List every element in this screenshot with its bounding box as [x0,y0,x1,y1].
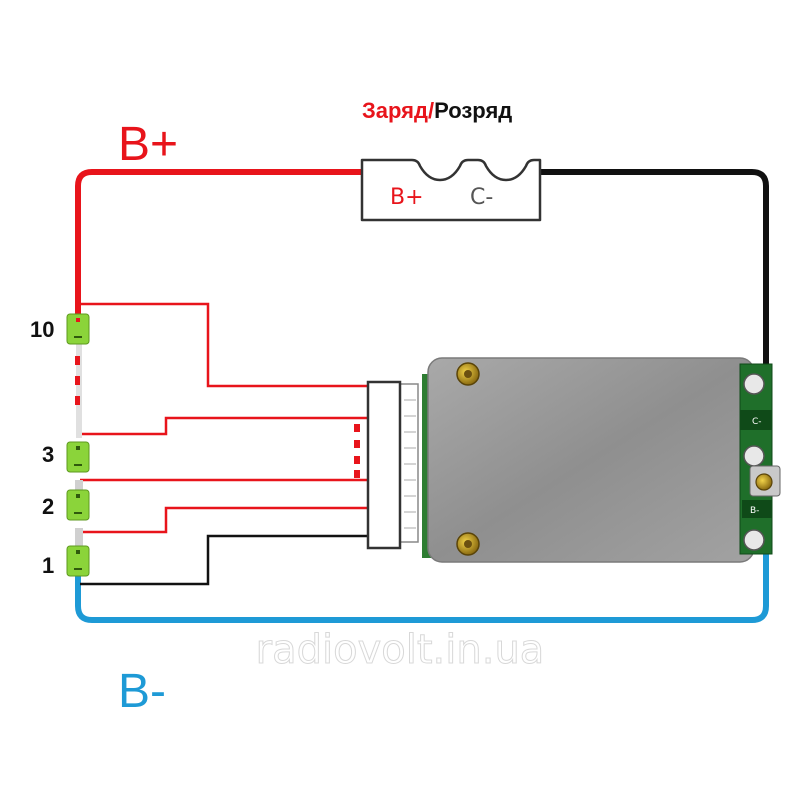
title-discharge: Розряд [434,98,512,123]
cell-10 [66,313,90,345]
connector-pin-b-plus: B+ [390,185,424,210]
ellipsis-dot [354,440,360,448]
balance-wire-ground [80,534,370,586]
charge-discharge-connector [360,158,542,222]
cell-connector-strip [76,338,82,438]
balance-wire-3 [80,416,370,436]
cell-plus-mark [76,494,80,498]
ellipsis-dot [354,470,360,478]
connector-pin-c-minus: C- [470,185,493,210]
cell-label-2: 2 [42,494,54,519]
cell-minus-mark [74,568,82,570]
cell-plus-mark [76,446,80,450]
screw-head [464,540,472,548]
ellipsis-dot [75,376,80,385]
aluminum-plate [427,357,755,563]
diagram-title: Заряд/Розряд [362,98,512,123]
cell-label-10: 10 [30,317,54,342]
screw-icon [755,473,773,491]
title-charge: Заряд [362,98,428,123]
cell-connector-strip [75,528,83,552]
ellipsis-dot [75,356,80,365]
cell-label-1: 1 [42,553,54,578]
cell-2 [66,489,90,521]
b-minus-main-wire [75,540,769,623]
balance-connector [366,380,419,550]
cell-minus-mark [74,464,82,466]
b-minus-pad [742,500,772,518]
b-minus-pad-label: B- [750,506,759,516]
balance-wire-10 [80,302,370,388]
battery-cells [66,313,90,577]
cell-3 [66,441,90,473]
ellipsis-dot [75,396,80,405]
ellipsis-dot [354,456,360,464]
cell-plus-mark [76,550,80,554]
screw-head [464,370,472,378]
b-plus-label: B+ [118,118,178,171]
cell-1 [66,545,90,577]
c-minus-pad [740,410,772,430]
title-slash: / [428,98,434,123]
b-minus-label: B- [118,665,166,718]
mounting-hole [743,445,765,467]
ellipsis-dot [354,424,360,432]
bms-board: C- B- [422,357,781,563]
cell-minus-mark [74,512,82,514]
b-plus-main-wire [75,169,362,318]
cell-label-3: 3 [42,442,54,467]
c-minus-pad-label: C- [752,417,762,427]
watermark-text: radiovolt.in.ua [256,627,545,673]
cell-connector-strip [75,480,83,496]
cell-plus-mark [76,318,80,322]
cell-minus-mark [74,336,82,338]
c-minus-wire [540,169,769,384]
balance-wires [80,302,370,586]
c-minus-terminal-hole [743,373,765,395]
b-minus-terminal-hole [743,529,765,551]
balance-wire-1 [80,506,370,534]
